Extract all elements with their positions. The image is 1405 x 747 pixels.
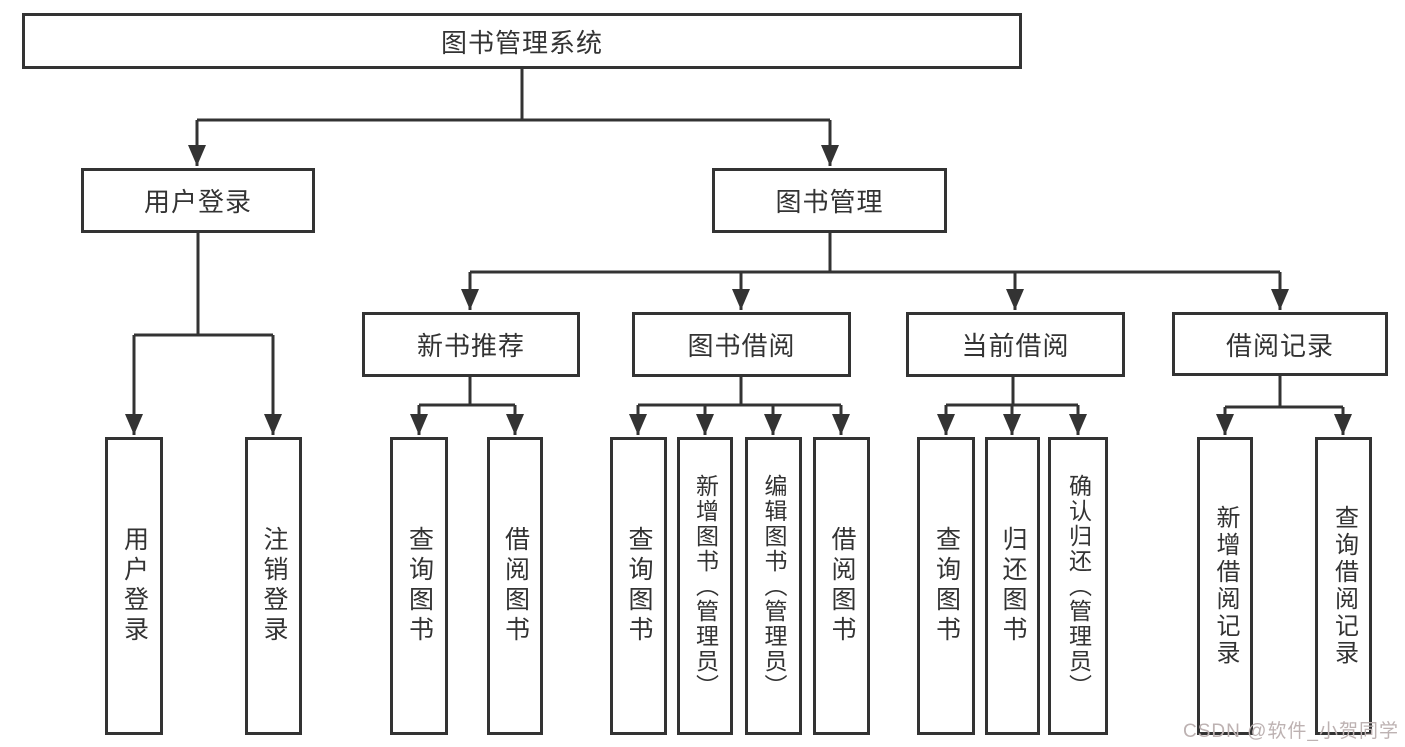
leaf-logout-label: 注销登录 [260,526,288,646]
leaf-borrow-books-2-label: 借阅图书 [828,526,856,646]
leaf-query-books-2-label: 查询图书 [625,526,653,646]
leaf-user-login-label: 用户登录 [120,526,149,646]
node-book-management: 图书管理 [712,168,947,233]
leaf-query-books-3: 查询图书 [917,437,975,735]
node-current-borrowing: 当前借阅 [906,312,1125,377]
leaf-query-books-1-label: 查询图书 [405,526,434,646]
node-user-login: 用户登录 [81,168,315,233]
leaf-borrow-books-1: 借阅图书 [487,437,543,735]
node-root-library-management-system: 图书管理系统 [22,13,1022,69]
leaf-query-books-1: 查询图书 [390,437,448,735]
leaf-borrow-books-2: 借阅图书 [813,437,870,735]
leaf-logout: 注销登录 [245,437,302,735]
leaf-borrow-books-1-label: 借阅图书 [501,526,530,646]
leaf-return-books: 归还图书 [985,437,1040,735]
leaf-confirm-return-admin: 确认归还（管理员） [1048,437,1108,735]
watermark: CSDN @软件_小贺同学 [1183,721,1399,742]
leaf-query-books-3-label: 查询图书 [932,526,961,646]
leaf-return-books-label: 归还图书 [999,526,1027,646]
leaf-query-borrow-record: 查询借阅记录 [1315,437,1372,735]
leaf-query-books-2: 查询图书 [610,437,667,735]
node-borrowing-records: 借阅记录 [1172,312,1388,376]
leaf-user-login: 用户登录 [105,437,163,735]
node-book-borrowing: 图书借阅 [632,312,851,377]
leaf-add-borrow-record: 新增借阅记录 [1197,437,1253,735]
leaf-add-books-admin: 新增图书（管理员） [677,437,733,735]
leaf-confirm-return-admin-label: 确认归还（管理员） [1065,473,1092,699]
leaf-add-books-admin-label: 新增图书（管理员） [692,473,719,699]
leaf-query-borrow-record-label: 查询借阅记录 [1330,505,1358,667]
leaf-edit-books-admin-label: 编辑图书（管理员） [761,473,787,699]
leaf-add-borrow-record-label: 新增借阅记录 [1212,505,1239,667]
node-new-book-recommend: 新书推荐 [362,312,580,377]
leaf-edit-books-admin: 编辑图书（管理员） [745,437,802,735]
